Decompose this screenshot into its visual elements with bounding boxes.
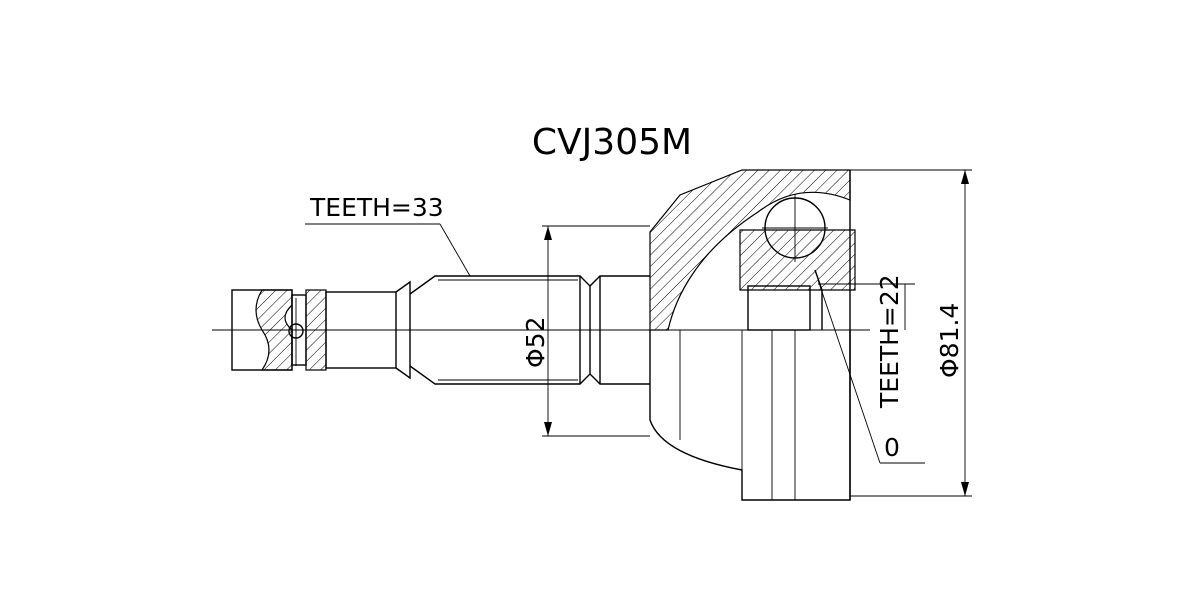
outer-teeth-callout: TEETH=33	[305, 193, 471, 277]
seal-label: 0	[884, 433, 900, 462]
bell-neck	[589, 275, 650, 385]
shaft-diameter-label: Φ52	[521, 317, 550, 369]
outer-bell	[649, 169, 856, 501]
inner-teeth-dimension: TEETH=22	[818, 274, 915, 409]
shaft-diameter-dimension: Φ52	[521, 225, 650, 437]
splined-shaft	[409, 275, 591, 385]
outer-diameter-dimension: Φ81.4	[850, 169, 972, 497]
shaft-end	[231, 280, 411, 380]
drawing-title: CVJ305M	[532, 122, 692, 163]
outer-teeth-label: TEETH=33	[309, 193, 444, 222]
seal-callout: 0	[817, 279, 925, 464]
inner-teeth-label: TEETH=22	[875, 274, 904, 409]
outer-diameter-label: Φ81.4	[935, 303, 964, 378]
